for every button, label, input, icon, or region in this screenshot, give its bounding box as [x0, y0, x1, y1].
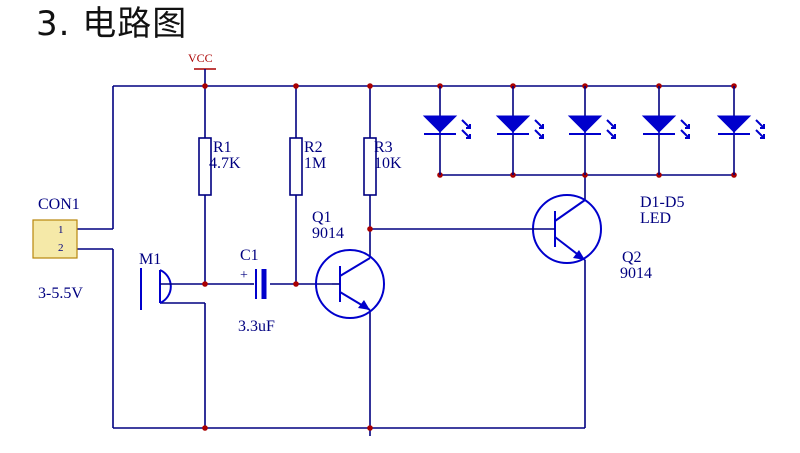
- leds-value: LED: [640, 210, 671, 227]
- r2-ref: R2: [304, 139, 323, 156]
- resistor-r3: R3 10K: [363, 137, 402, 196]
- led-d5: [716, 86, 765, 175]
- r3-value: 10K: [374, 155, 402, 172]
- q2-value: 9014: [620, 265, 652, 282]
- vcc-label: VCC: [188, 51, 213, 65]
- led-d1: [422, 86, 471, 175]
- c1-value: 3.3uF: [238, 318, 275, 335]
- r2-value: 1M: [304, 155, 326, 172]
- connector-con1: 1 2 CON1 3-5.5V: [32, 196, 83, 302]
- led-d4: [641, 86, 690, 175]
- con1-voltage: 3-5.5V: [38, 285, 83, 302]
- m1-ref: M1: [139, 251, 161, 268]
- transistor-q2: Q2 9014: [530, 194, 652, 282]
- led-d3: [567, 86, 616, 175]
- capacitor-c1: + C1 3.3uF: [238, 247, 275, 335]
- r3-ref: R3: [374, 139, 393, 156]
- con1-pin1: 1: [58, 224, 64, 236]
- r1-ref: R1: [213, 139, 232, 156]
- c1-polarity: +: [240, 268, 248, 283]
- led-d2: [495, 86, 544, 175]
- vcc-symbol: VCC: [188, 51, 216, 86]
- leds-ref: D1-D5: [640, 194, 684, 211]
- microphone-m1: M1: [139, 251, 178, 310]
- transistor-q1: Q1 9014: [312, 209, 385, 319]
- r1-value: 4.7K: [209, 155, 241, 172]
- q1-value: 9014: [312, 225, 344, 242]
- q2-ref: Q2: [622, 249, 642, 266]
- resistor-r1: R1 4.7K: [198, 137, 241, 196]
- resistor-r2: R2 1M: [289, 137, 326, 196]
- c1-ref: C1: [240, 247, 259, 264]
- con1-ref: CON1: [38, 196, 80, 213]
- page-title: 3. 电路图: [36, 4, 188, 44]
- q1-ref: Q1: [312, 209, 332, 226]
- con1-pin2: 2: [58, 242, 64, 254]
- led-array: D1-D5 LED: [422, 86, 765, 227]
